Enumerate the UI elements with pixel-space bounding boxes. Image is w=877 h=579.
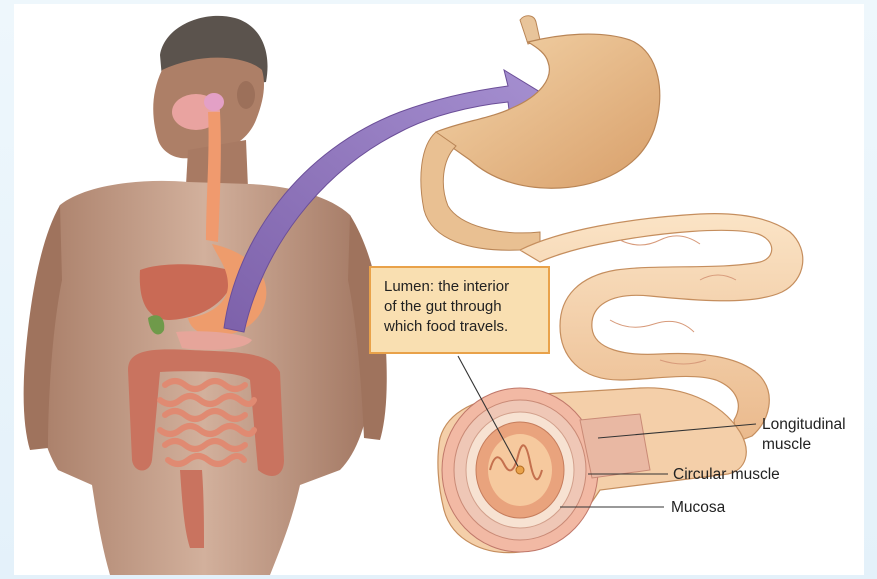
longitudinal-muscle-label-line-2: muscle bbox=[762, 435, 846, 455]
longitudinal-muscle-label-line-1: Longitudinal bbox=[762, 415, 846, 435]
ear bbox=[237, 81, 255, 109]
mucosa-label: Mucosa bbox=[671, 498, 725, 518]
lumen-marker bbox=[516, 466, 524, 474]
longitudinal-muscle-label: Longitudinal muscle bbox=[762, 415, 846, 455]
parotid-gland bbox=[204, 93, 224, 111]
lumen-callout-line-3: which food travels. bbox=[384, 317, 538, 337]
muscle-bands bbox=[580, 414, 650, 478]
lumen-callout-line-1: Lumen: the interior bbox=[384, 277, 538, 297]
lumen-callout: Lumen: the interior of the gut through w… bbox=[369, 266, 550, 354]
stomach-detail bbox=[421, 16, 660, 250]
stomach-body bbox=[436, 34, 660, 188]
circular-muscle-label: Circular muscle bbox=[673, 465, 780, 485]
lumen-callout-line-2: of the gut through bbox=[384, 297, 538, 317]
intestine-detail bbox=[438, 214, 803, 553]
human-torso bbox=[24, 16, 387, 575]
